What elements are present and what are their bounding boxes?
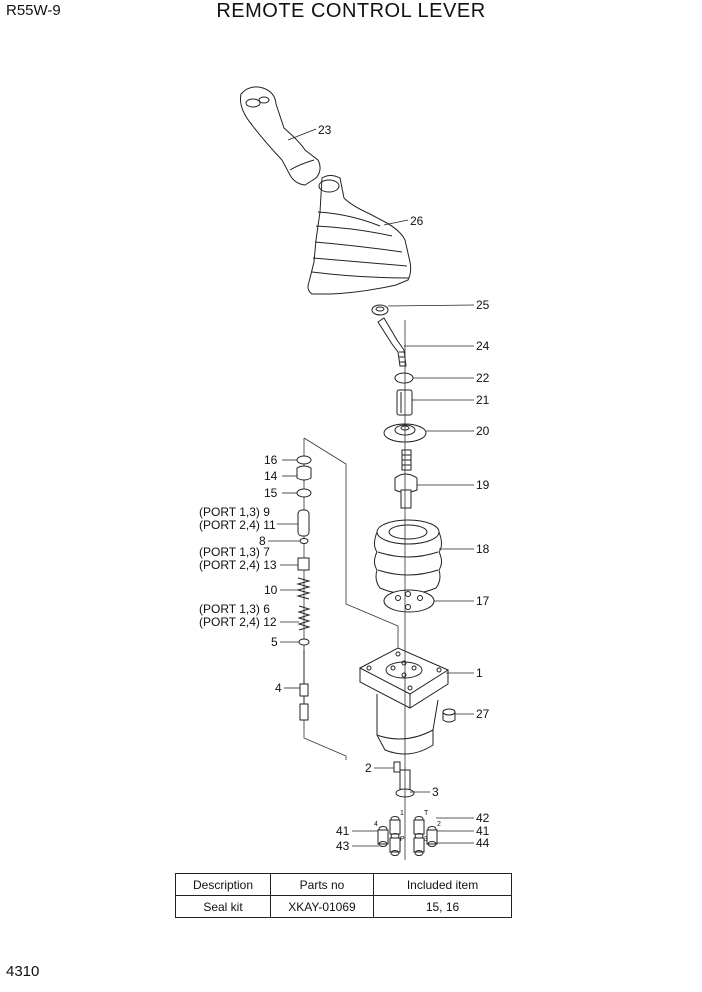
lever-handle xyxy=(240,86,321,186)
callout-port-6: (PORT 1,3) 6 xyxy=(199,602,270,616)
callout-1: 1 xyxy=(476,666,483,680)
callout-23: 23 xyxy=(318,123,332,137)
port-mark-t: T xyxy=(424,810,429,817)
casing xyxy=(358,647,450,755)
callout-8: 8 xyxy=(259,534,266,548)
port-mark-3: 3 xyxy=(424,836,428,843)
callout-27: 27 xyxy=(476,707,490,721)
callout-41-left: 41 xyxy=(336,824,350,838)
hex-nut xyxy=(394,372,414,384)
callout-15: 15 xyxy=(264,486,278,500)
callout-25: 25 xyxy=(476,298,490,312)
table-cell-description: Seal kit xyxy=(175,895,271,918)
seal-kit-table: Description Parts no Included item Seal … xyxy=(175,873,512,918)
callout-port-9: (PORT 1,3) 9 xyxy=(199,505,270,519)
table-cell-parts-no: XKAY-01069 xyxy=(270,895,374,918)
plug xyxy=(442,708,456,723)
callout-16: 16 xyxy=(264,453,278,467)
callouts: 23 26 25 24 22 21 20 19 18 17 1 27 2 3 1… xyxy=(199,123,490,853)
callout-44: 44 xyxy=(476,836,490,850)
callout-19: 19 xyxy=(476,478,490,492)
port-mark-p: P xyxy=(400,836,405,843)
callout-18: 18 xyxy=(476,542,490,556)
page-title: REMOTE CONTROL LEVER xyxy=(216,0,486,22)
port-marks: 1 T 4 2 P 3 xyxy=(374,810,441,843)
bellows-boot xyxy=(374,519,442,595)
port-fittings xyxy=(377,816,438,856)
callout-17: 17 xyxy=(476,594,490,608)
table-row: Seal kit XKAY-01069 15, 16 xyxy=(175,895,512,918)
callout-5: 5 xyxy=(271,635,278,649)
lever-rod xyxy=(377,317,407,367)
spool-stack xyxy=(296,455,312,721)
plate xyxy=(383,589,435,613)
callout-10: 10 xyxy=(264,583,278,597)
callout-20: 20 xyxy=(476,424,490,438)
model-code: R55W-9 xyxy=(6,2,61,19)
table-header: Parts no xyxy=(270,873,374,896)
table-header: Included item xyxy=(373,873,512,896)
callout-14: 14 xyxy=(264,469,278,483)
callout-port-13: (PORT 2,4) 13 xyxy=(199,558,277,572)
page-number: 4310 xyxy=(6,963,40,980)
table-header: Description xyxy=(175,873,271,896)
rubber-boot xyxy=(307,175,412,295)
assembly-guide-lines xyxy=(303,320,406,860)
callout-port-7: (PORT 1,3) 7 xyxy=(199,545,270,559)
callout-41-right: 41 xyxy=(476,824,490,838)
callout-42: 42 xyxy=(476,811,490,825)
callout-24: 24 xyxy=(476,339,490,353)
callout-26: 26 xyxy=(410,214,424,228)
table-header-row: Description Parts no Included item xyxy=(175,873,512,896)
leader-lines xyxy=(268,128,475,847)
callout-port-12: (PORT 2,4) 12 xyxy=(199,615,277,629)
cap-nut xyxy=(371,304,389,316)
set-screw xyxy=(393,761,401,773)
callout-22: 22 xyxy=(476,371,490,385)
table-cell-included: 15, 16 xyxy=(373,895,512,918)
callout-4: 4 xyxy=(275,681,282,695)
coupling xyxy=(396,389,413,416)
callout-2: 2 xyxy=(365,761,372,775)
port-mark-2: 2 xyxy=(437,821,441,828)
callout-port-11: (PORT 2,4) 11 xyxy=(199,518,276,532)
callout-3: 3 xyxy=(432,785,439,799)
callout-21: 21 xyxy=(476,393,490,407)
port-mark-1: 1 xyxy=(400,810,404,817)
universal-joint xyxy=(394,449,418,509)
port-mark-4: 4 xyxy=(374,821,378,828)
callout-43: 43 xyxy=(336,839,350,853)
